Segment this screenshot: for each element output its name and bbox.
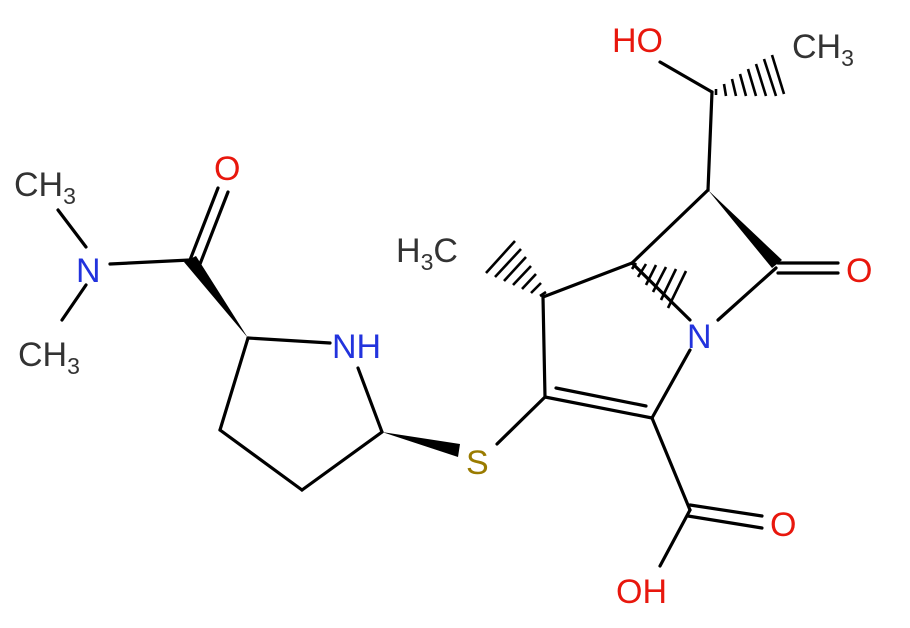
- bond-cacid-o-b: [686, 514, 764, 530]
- hash-c-ch3: [714, 54, 786, 97]
- wedge-c2p-camide: [184, 256, 248, 338]
- bond-c-chiral-c6: [706, 90, 714, 192]
- bond-c3-c2-b: [554, 386, 648, 408]
- bond-c2-cacid: [650, 416, 692, 512]
- label-s: S: [466, 444, 489, 482]
- label-n-amide: N: [76, 252, 101, 290]
- label-o-amide: O: [214, 150, 240, 188]
- wedge-c6-c7: [708, 190, 782, 268]
- label-ho-top: HO: [612, 22, 663, 60]
- bond-c2-n: [650, 348, 692, 420]
- label-o-acid: O: [770, 506, 796, 544]
- bond-c5p-c4p: [300, 430, 384, 492]
- bond-cacid-oh: [658, 508, 692, 568]
- wedge-bonds: [184, 190, 782, 457]
- bond-c2p-nh: [246, 336, 332, 345]
- bond-c4-c3: [541, 295, 547, 399]
- label-h3c: H3C: [396, 232, 458, 275]
- bond-camide-o-b: [198, 190, 230, 266]
- bond-camide-o-a: [188, 186, 220, 262]
- hash-c5-n: [630, 262, 688, 309]
- bond-c3-s: [495, 395, 547, 446]
- bond-cacid-o-a: [688, 503, 764, 518]
- bond-ho-c: [658, 60, 714, 94]
- bond-n-c7: [716, 266, 778, 322]
- bond-camide-n: [108, 258, 192, 266]
- bond-c3-c2-a: [543, 395, 654, 420]
- label-ch3-a: CH3: [14, 166, 76, 209]
- atom-labels: HO CH3 O N H3C S OH O NH O N CH3 CH3: [14, 22, 872, 611]
- bond-c4p-c3p: [218, 428, 304, 492]
- bond-c5-c4: [541, 261, 634, 299]
- label-o-ketone: O: [846, 252, 872, 290]
- bond-c6-c5: [630, 188, 710, 265]
- label-nh: NH: [332, 328, 381, 366]
- bond-nh-c5p: [356, 366, 384, 434]
- bond-c3p-c2p: [218, 336, 250, 432]
- bond-n-ch3-bottom: [60, 283, 88, 322]
- hashed-wedge-bonds: [485, 54, 786, 309]
- wedge-c5p-s: [382, 432, 460, 457]
- bonds: [56, 60, 840, 568]
- label-n-ring: N: [687, 318, 712, 356]
- hash-c4-ch3: [485, 240, 547, 298]
- label-ch3-b: CH3: [18, 336, 80, 379]
- label-ch3-top: CH3: [792, 28, 854, 71]
- label-oh: OH: [616, 573, 667, 611]
- bond-n-ch3-top: [56, 208, 88, 249]
